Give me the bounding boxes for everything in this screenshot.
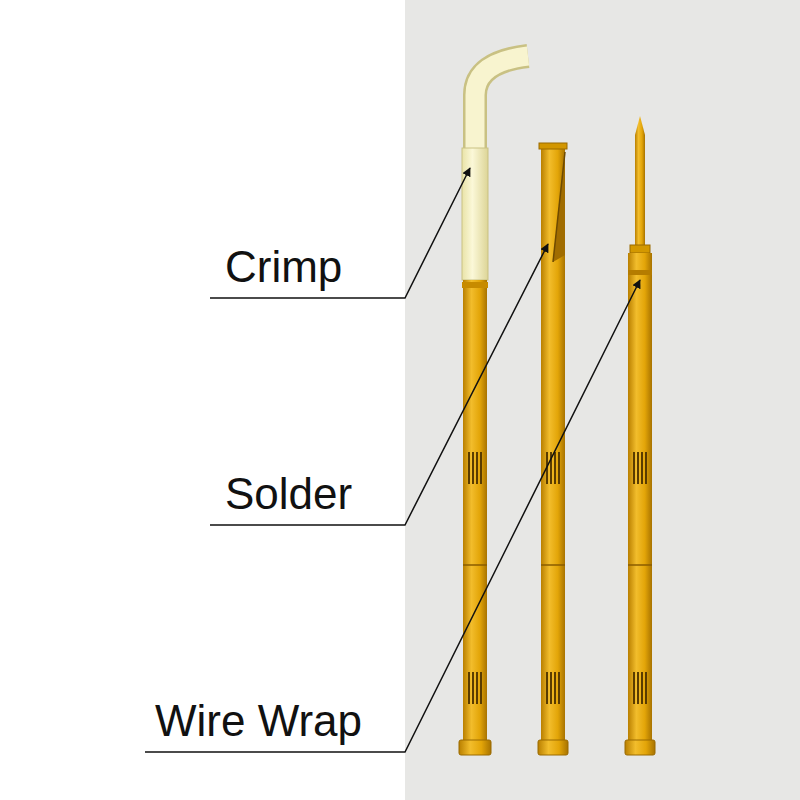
callout-label: Solder <box>225 469 352 519</box>
slot-stroke <box>558 672 560 704</box>
slot-stroke <box>633 672 635 704</box>
slot-stroke <box>468 452 470 484</box>
seam-line <box>463 564 487 566</box>
slot-stroke <box>554 672 556 704</box>
crimp-pin <box>459 56 528 755</box>
slot-stroke <box>468 672 470 704</box>
slot-stroke <box>554 452 556 484</box>
slot-stroke <box>550 672 552 704</box>
slot-stroke <box>641 452 643 484</box>
slot-stroke <box>480 452 482 484</box>
solder-pin <box>538 143 568 755</box>
slot-stroke <box>645 672 647 704</box>
grey-ground <box>405 0 800 800</box>
slot-stroke <box>558 452 560 484</box>
slot-stroke <box>637 452 639 484</box>
slot-stroke <box>476 672 478 704</box>
seam-line <box>541 564 565 566</box>
seam-line <box>628 564 652 566</box>
slot-stroke <box>637 672 639 704</box>
slot-stroke <box>480 672 482 704</box>
slot-stroke <box>546 672 548 704</box>
slot-stroke <box>641 672 643 704</box>
slot-stroke <box>472 672 474 704</box>
leader-lines <box>145 168 640 752</box>
slot-stroke <box>633 452 635 484</box>
slot-stroke <box>472 452 474 484</box>
callout-label: Wire Wrap <box>155 696 362 746</box>
wire-wrap-pin <box>625 116 655 755</box>
callout-label: Crimp <box>225 242 342 292</box>
slot-stroke <box>476 452 478 484</box>
slot-stroke <box>645 452 647 484</box>
